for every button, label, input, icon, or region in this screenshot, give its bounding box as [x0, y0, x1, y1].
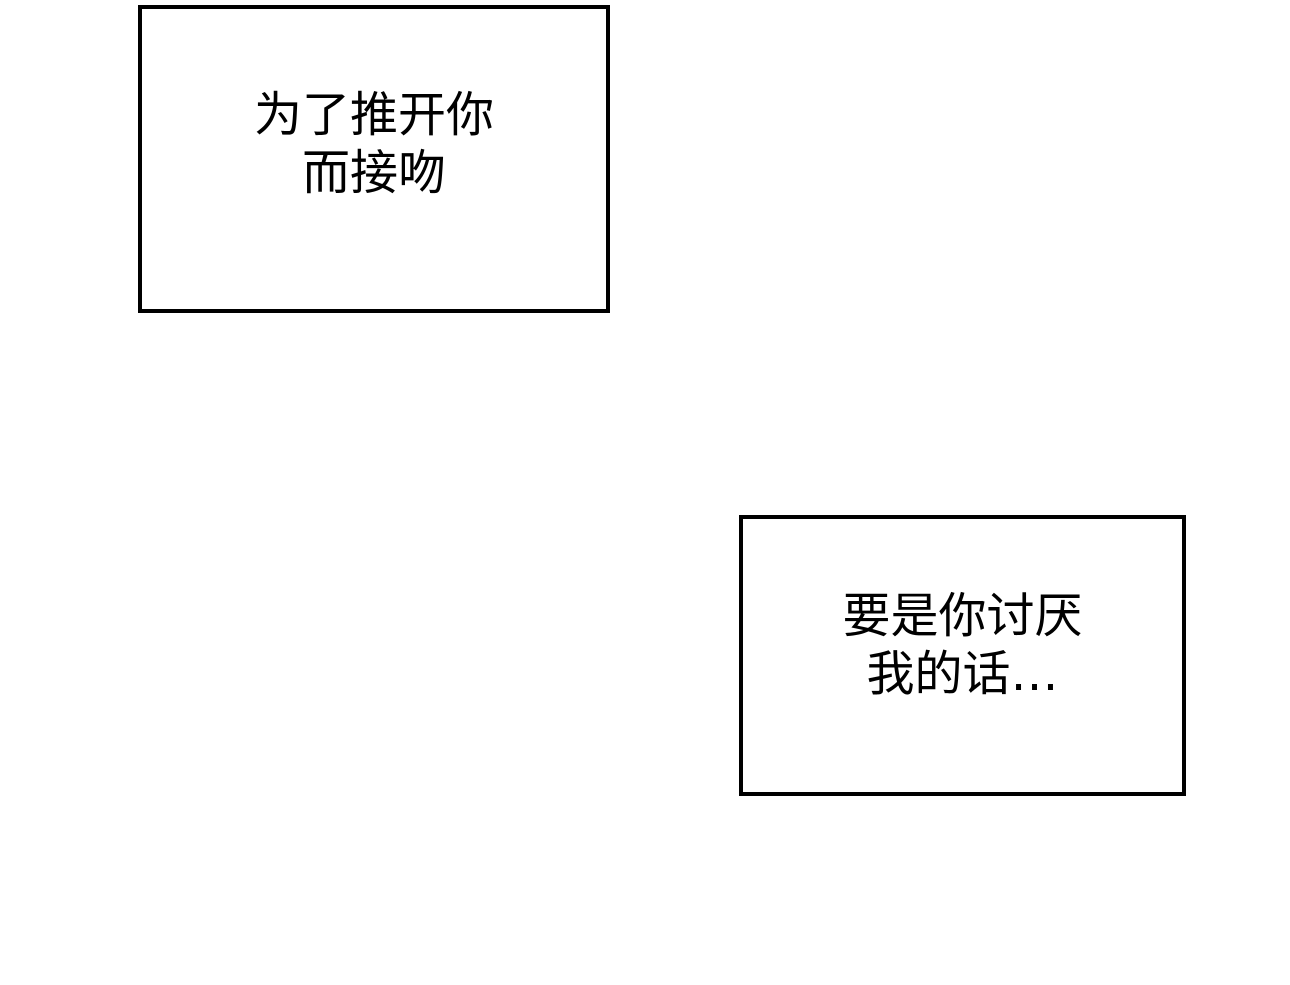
caption-box-bottom-right: 要是你讨厌 我的话… [739, 515, 1186, 796]
caption-line: 要是你讨厌 [842, 587, 1083, 644]
caption-line: 为了推开你 [253, 87, 494, 143]
caption-line: 而接吻 [301, 145, 446, 201]
caption-line: 我的话… [866, 645, 1059, 702]
caption-box-top-left: 为了推开你 而接吻 [138, 5, 610, 313]
